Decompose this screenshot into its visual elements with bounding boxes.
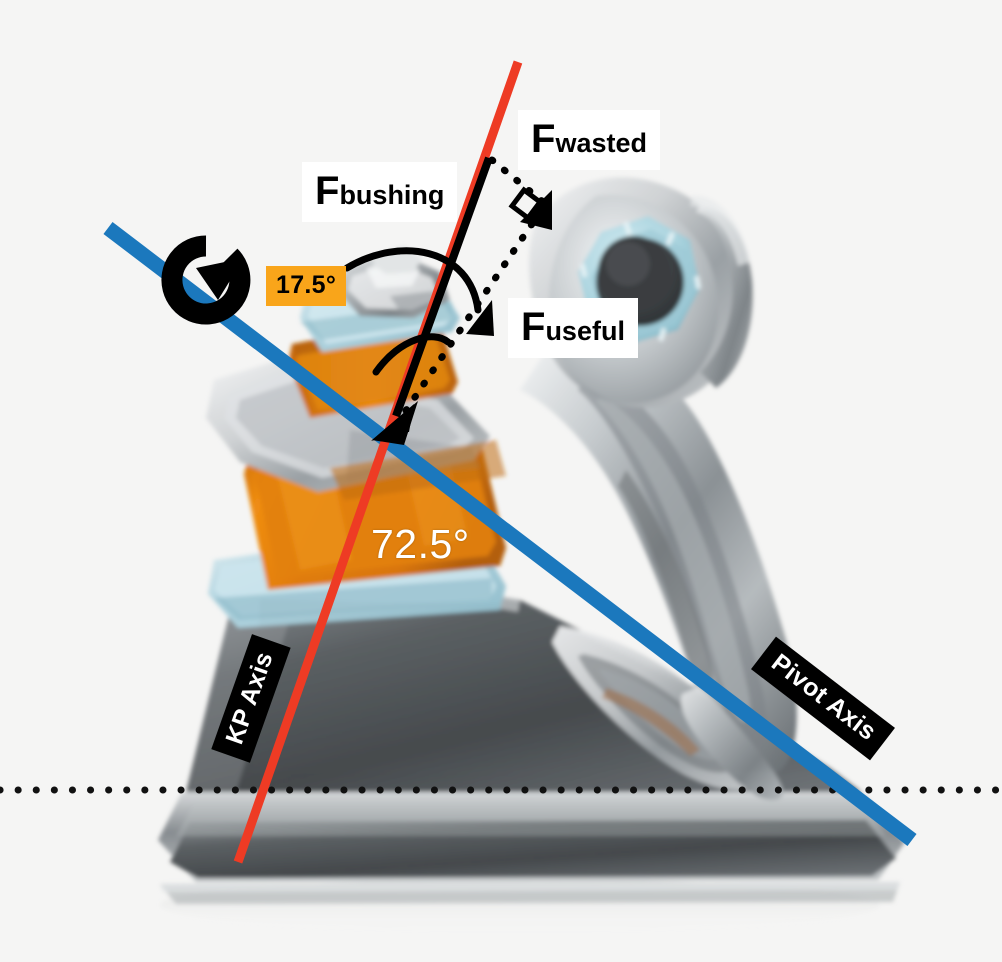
angle-wedge-arc xyxy=(372,333,452,376)
f-bushing-sub: bushing xyxy=(339,180,445,210)
f-wasted-sub: wasted xyxy=(555,128,647,158)
arc-angle-arrow-icon xyxy=(343,247,482,314)
rotation-arrow-icon xyxy=(161,235,251,325)
baseplate xyxy=(158,792,905,904)
pivot-axis-line xyxy=(103,222,917,846)
f-bushing-base: F xyxy=(315,169,340,213)
f-bushing-label: Fbushing xyxy=(302,162,458,222)
f-wasted-dotted xyxy=(488,156,552,210)
kingpin-angle-label: 72.5° xyxy=(371,521,470,567)
f-useful-label: Fuseful xyxy=(508,298,638,358)
arc-arrowhead xyxy=(466,300,494,336)
f-wasted-label: Fwasted xyxy=(518,110,660,170)
f-useful-base: F xyxy=(521,305,546,349)
f-useful-sub: useful xyxy=(545,316,625,346)
right-angle-marker-icon xyxy=(508,186,544,222)
force-component-dotted-lines xyxy=(384,156,552,441)
f-wasted-base: F xyxy=(531,117,556,161)
f-useful-dotted xyxy=(384,208,544,441)
bushing-angle-badge: 17.5° xyxy=(266,266,347,306)
